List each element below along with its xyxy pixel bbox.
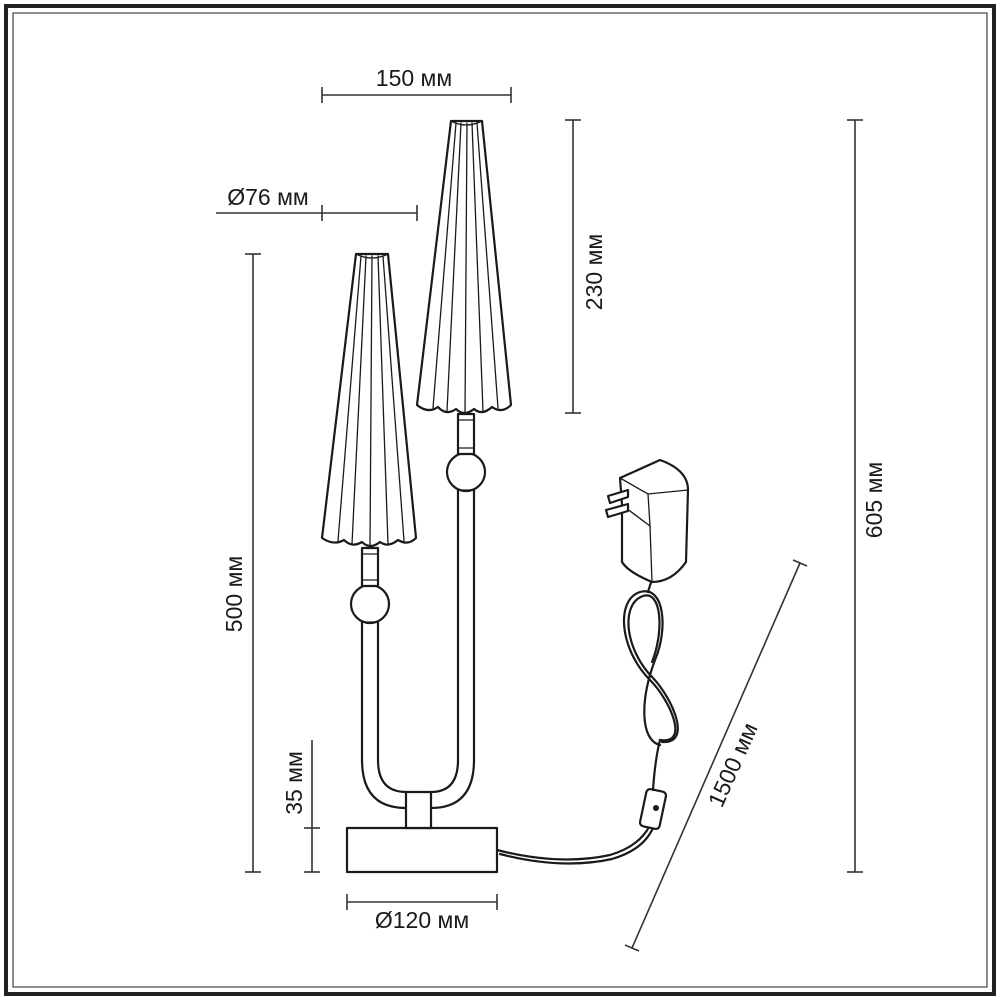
left-shade: [320, 252, 418, 548]
label-lower-height: 500 мм: [221, 556, 247, 632]
tick: [792, 559, 808, 567]
shade-pleat: [446, 122, 462, 412]
label-shade-diameter: Ø76 мм: [227, 184, 309, 210]
shade-pleat: [476, 122, 499, 409]
shade-body: [320, 252, 418, 548]
left-stem-inner: [376, 620, 408, 794]
adapter-prong: [604, 502, 630, 519]
power-adapter: [604, 458, 690, 584]
label-shade-height: 230 мм: [581, 234, 607, 310]
right-shade: [415, 119, 513, 415]
shade-pleat: [377, 255, 389, 545]
right-stem-outer: [429, 486, 476, 810]
lamp-illustration: [320, 119, 690, 874]
cord-loop: [622, 590, 677, 747]
shade-rim: [355, 253, 389, 259]
dim-line-cord-length: [631, 562, 801, 949]
shade-body: [415, 119, 513, 415]
label-base-diameter: Ø120 мм: [375, 907, 469, 933]
shade-pleat: [464, 122, 468, 414]
inner-frame: [12, 12, 988, 988]
right-ball: [445, 451, 487, 493]
shade-pleat: [337, 255, 362, 542]
cord-segment: [651, 738, 662, 792]
shade-pleat: [369, 255, 373, 547]
adapter-edge: [649, 525, 653, 583]
adapter-prong: [606, 488, 630, 505]
shade-rim: [450, 120, 483, 126]
left-stem-outer: [360, 620, 408, 810]
tick: [624, 944, 640, 952]
shade-pleat: [432, 122, 457, 409]
shade-pleat: [351, 255, 367, 545]
power-cord: [495, 823, 652, 861]
left-neck: [360, 546, 380, 588]
base-connector: [404, 790, 433, 830]
power-cord-edge: [498, 826, 655, 865]
dimension-lines: [216, 87, 863, 952]
outer-frame: [4, 4, 996, 996]
adapter-body: [618, 458, 690, 584]
left-ball: [349, 583, 391, 625]
shade-pleat: [471, 122, 484, 412]
lamp-base: [345, 826, 499, 874]
label-total-height: 605 мм: [861, 462, 887, 538]
cord-loop-edge: [627, 594, 679, 744]
inline-switch: [638, 787, 668, 831]
shade-pleat: [382, 255, 405, 542]
label-shade-spacing: 150 мм: [376, 65, 452, 91]
right-stem-inner: [429, 486, 460, 794]
switch-button: [653, 805, 659, 811]
label-base-height: 35 мм: [281, 751, 307, 815]
